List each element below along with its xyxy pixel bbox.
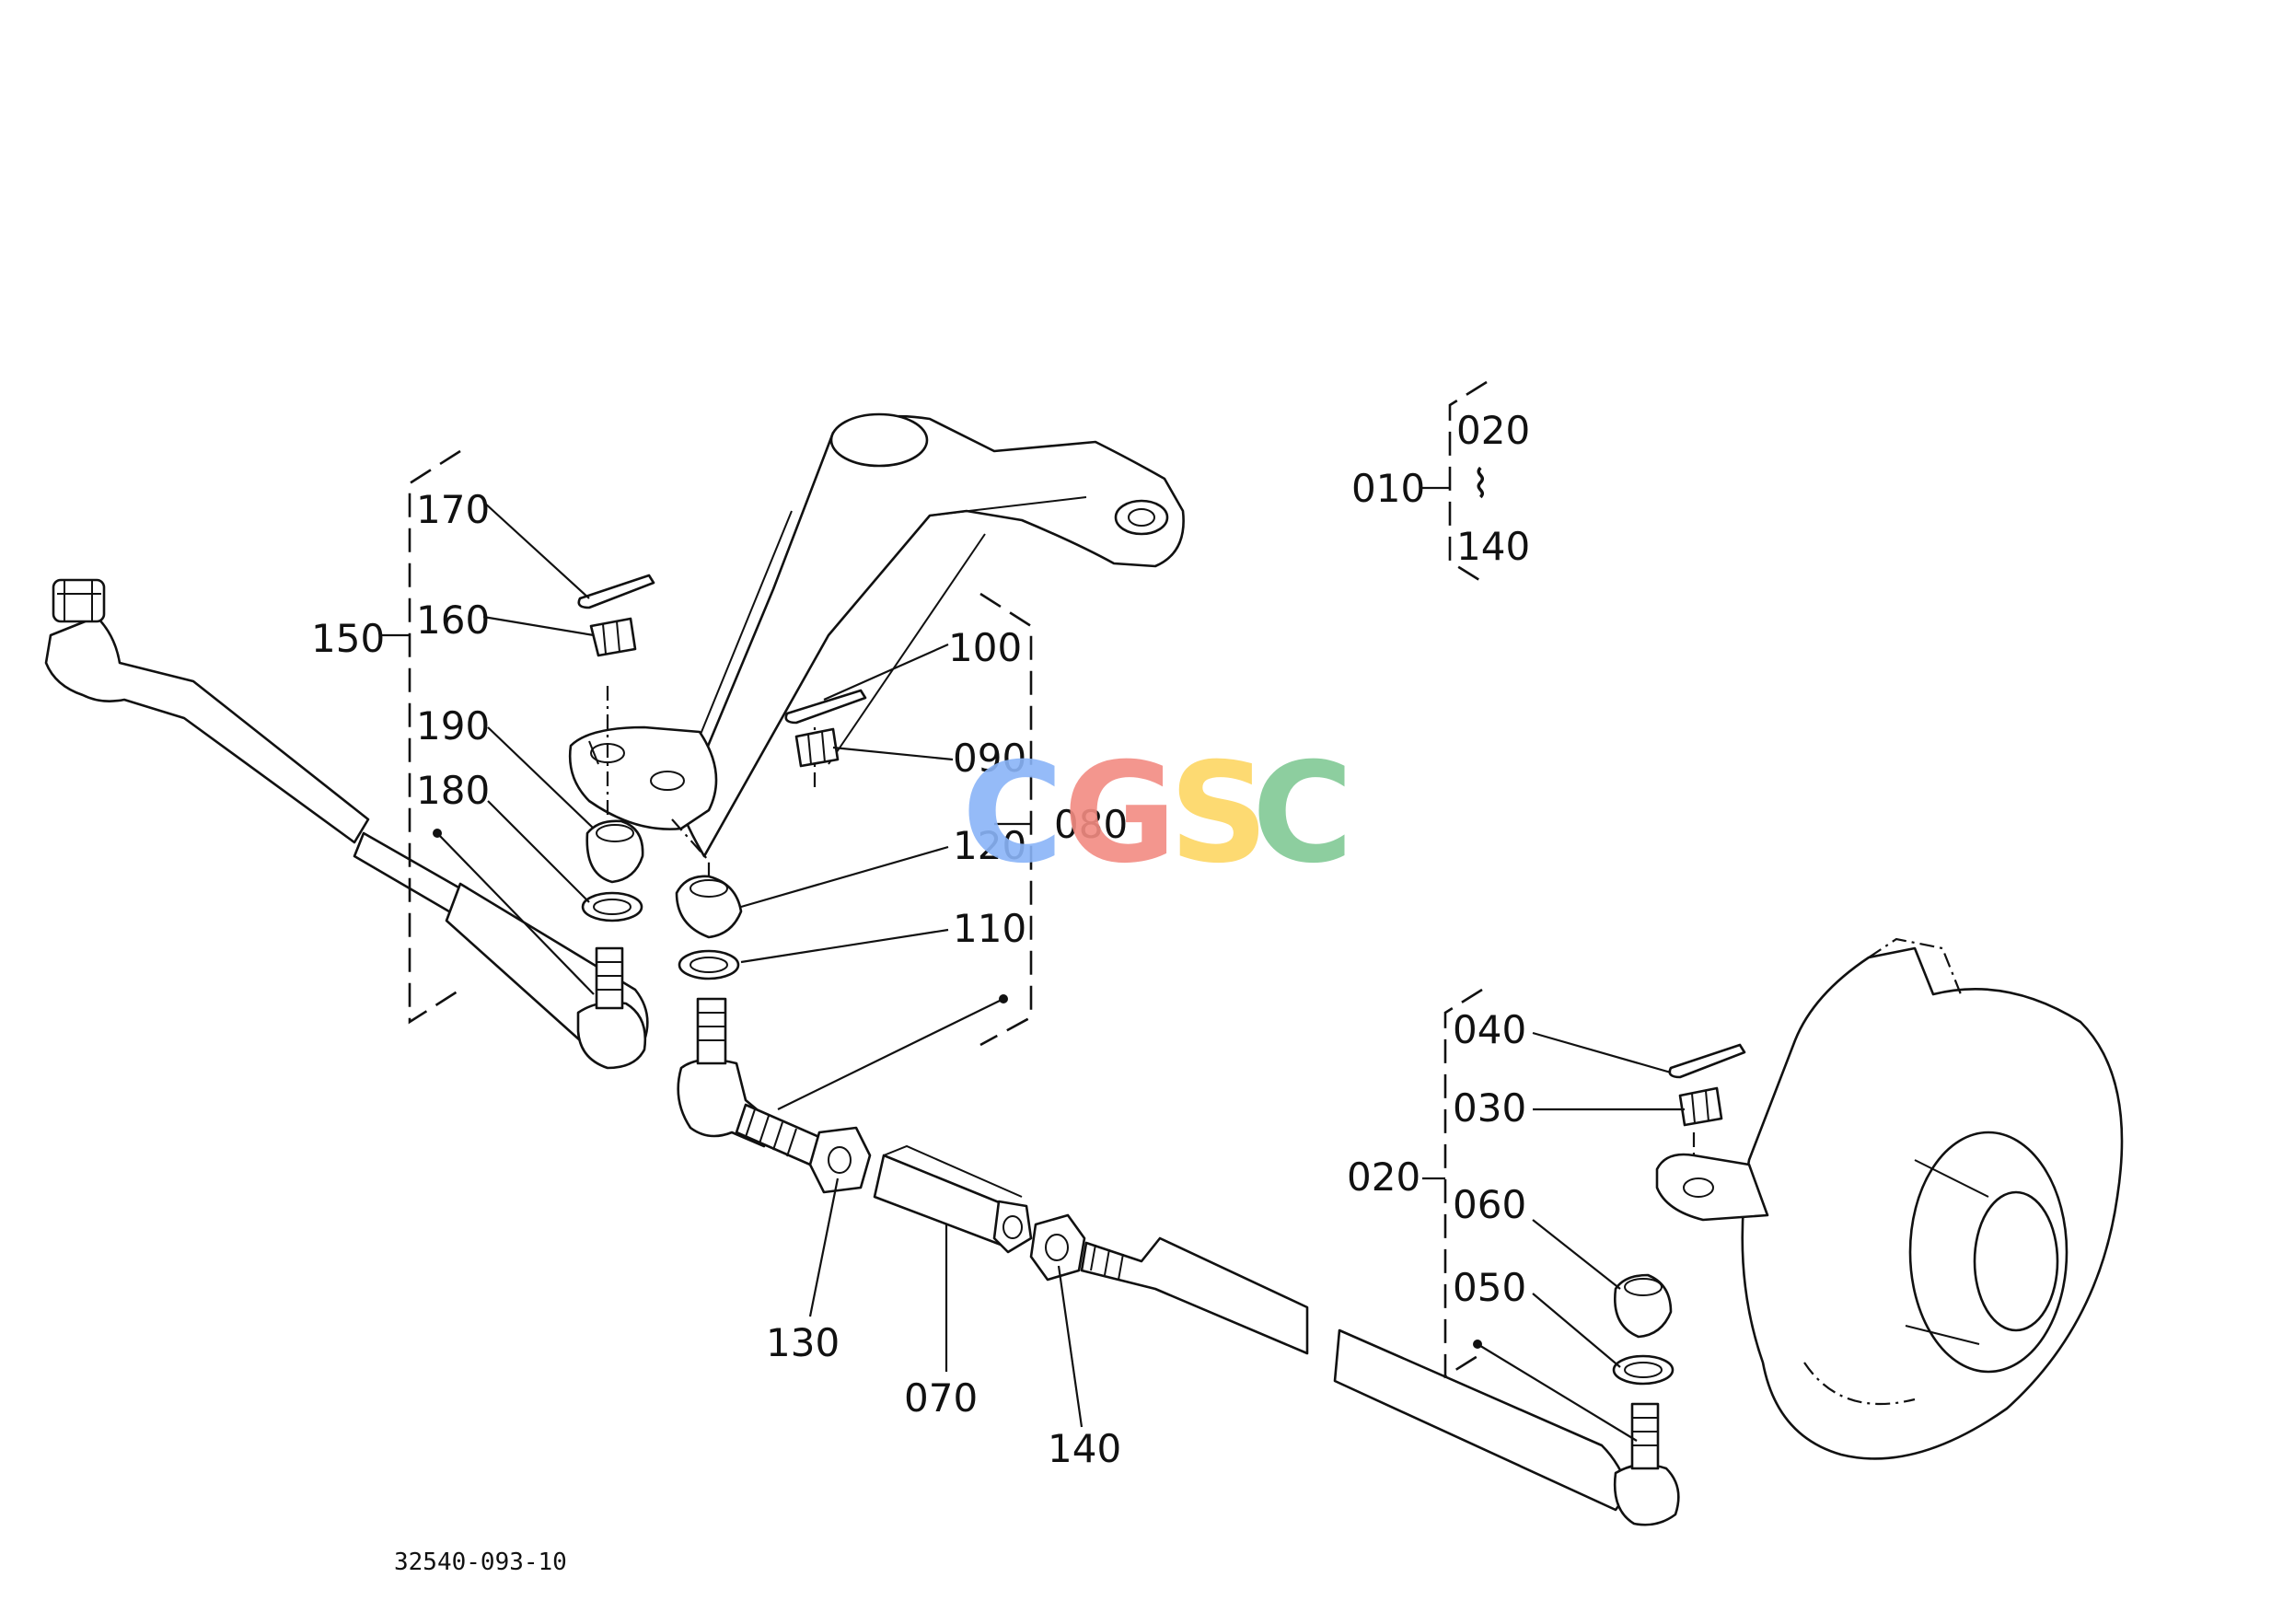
callout-030: 030 xyxy=(1453,1085,1526,1131)
cotter-pin-170 xyxy=(577,574,655,609)
steering-knuckle xyxy=(1655,937,2124,1460)
watermark-letter-c1: C xyxy=(962,734,1063,894)
callout-040: 040 xyxy=(1453,1007,1526,1052)
ring-110 xyxy=(678,949,740,980)
watermark-letter-s: S xyxy=(1169,734,1269,894)
leader-lines xyxy=(382,486,1685,1442)
lock-nut-130 xyxy=(808,1126,872,1194)
center-tie-rod-end xyxy=(677,997,821,1166)
range-separator: ⌇ xyxy=(1471,461,1490,506)
watermark-letter-g: G xyxy=(1063,734,1176,894)
callout-150: 150 xyxy=(311,616,385,661)
callout-140-range-end: 140 xyxy=(1456,524,1530,569)
dust-boot-190 xyxy=(585,819,644,884)
adjusting-sleeve-070 xyxy=(873,1144,1033,1254)
callout-170: 170 xyxy=(416,487,490,532)
cotter-pin-100 xyxy=(784,689,867,725)
callout-070: 070 xyxy=(904,1375,978,1421)
callout-130: 130 xyxy=(766,1320,840,1365)
leader-dots xyxy=(433,829,1482,1349)
dust-boot-120 xyxy=(675,875,743,939)
right-tie-rod xyxy=(1080,1236,1631,1512)
watermark-letter-c2: C xyxy=(1252,734,1353,894)
callout-010: 010 xyxy=(1351,466,1425,511)
group-brackets xyxy=(408,380,1488,1379)
callout-050: 050 xyxy=(1453,1265,1526,1310)
ring-050 xyxy=(1612,1354,1675,1386)
castle-nut-030 xyxy=(1678,1086,1723,1127)
callout-180: 180 xyxy=(416,768,490,813)
callout-100: 100 xyxy=(948,625,1022,670)
callout-090: 090 xyxy=(953,736,1026,781)
ring-180 xyxy=(581,891,643,922)
callout-020: 020 xyxy=(1347,1154,1420,1200)
callout-140-lower: 140 xyxy=(1048,1426,1121,1471)
callout-labels: 170 160 150 190 180 100 090 080 120 110 … xyxy=(311,408,1530,1471)
castle-nut-090 xyxy=(794,727,840,768)
castle-nut-160 xyxy=(589,617,637,657)
callout-110: 110 xyxy=(953,906,1026,951)
callout-020-range-start: 020 xyxy=(1456,408,1530,453)
left-tie-rod-assembly xyxy=(44,578,649,1070)
callout-190: 190 xyxy=(416,703,490,748)
drawing-number: 32540-093-10 xyxy=(394,1549,567,1576)
dust-boot-060 xyxy=(1614,1273,1673,1339)
right-tie-rod-end xyxy=(1613,1402,1680,1526)
callout-120: 120 xyxy=(953,823,1026,868)
callout-160: 160 xyxy=(416,597,490,643)
watermark-logo: C G S C xyxy=(962,734,1353,894)
cotter-pin-040 xyxy=(1668,1043,1746,1079)
lock-nut-140 xyxy=(1029,1213,1086,1282)
callout-060: 060 xyxy=(1453,1182,1526,1227)
callout-080: 080 xyxy=(1054,802,1128,847)
